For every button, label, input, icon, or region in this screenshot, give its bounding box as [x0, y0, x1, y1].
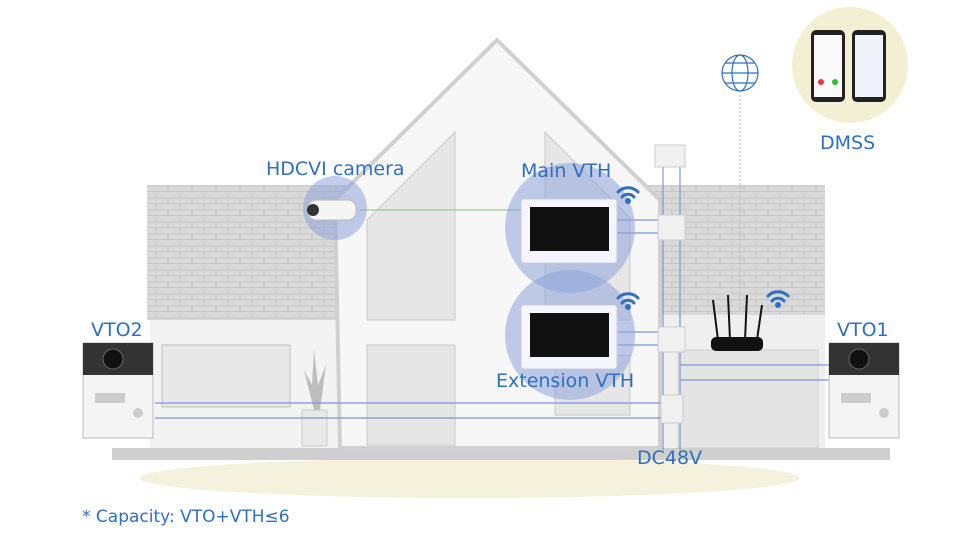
ground — [112, 448, 890, 460]
power-supply — [660, 394, 684, 424]
lower-window — [366, 344, 456, 446]
vto2-panel — [82, 342, 154, 439]
plant — [304, 350, 326, 410]
power-label: DC48V — [637, 447, 702, 469]
distributor-1 — [657, 214, 686, 241]
extension-vth-monitor — [520, 304, 618, 370]
junction-box — [654, 144, 686, 168]
gable-window — [366, 130, 456, 321]
distributor-2 — [657, 326, 686, 353]
left-window — [161, 344, 291, 408]
dmss-label: DMSS — [820, 132, 875, 154]
garage-door — [677, 349, 819, 449]
main-vth-label: Main VTH — [521, 160, 611, 182]
router-icon — [711, 294, 763, 351]
plant-pot — [301, 409, 328, 447]
vto1-label: VTO1 — [837, 319, 889, 341]
wiring — [155, 150, 830, 450]
capacity-note: * Capacity: VTO+VTH≤6 — [82, 507, 290, 527]
extension-vth-label: Extension VTH — [496, 370, 634, 392]
vto2-label: VTO2 — [91, 319, 143, 341]
hdcvi-camera-label: HDCVI camera — [266, 158, 405, 180]
wifi-icon — [616, 292, 640, 310]
wifi-icon — [766, 290, 790, 308]
vto1-panel — [828, 342, 900, 439]
dmss-app-icon — [792, 7, 908, 123]
globe-icon — [721, 54, 759, 92]
lawn — [140, 458, 800, 498]
wifi-icon — [616, 186, 640, 204]
hdcvi-camera-icon — [307, 199, 357, 221]
main-vth-monitor — [520, 198, 618, 264]
